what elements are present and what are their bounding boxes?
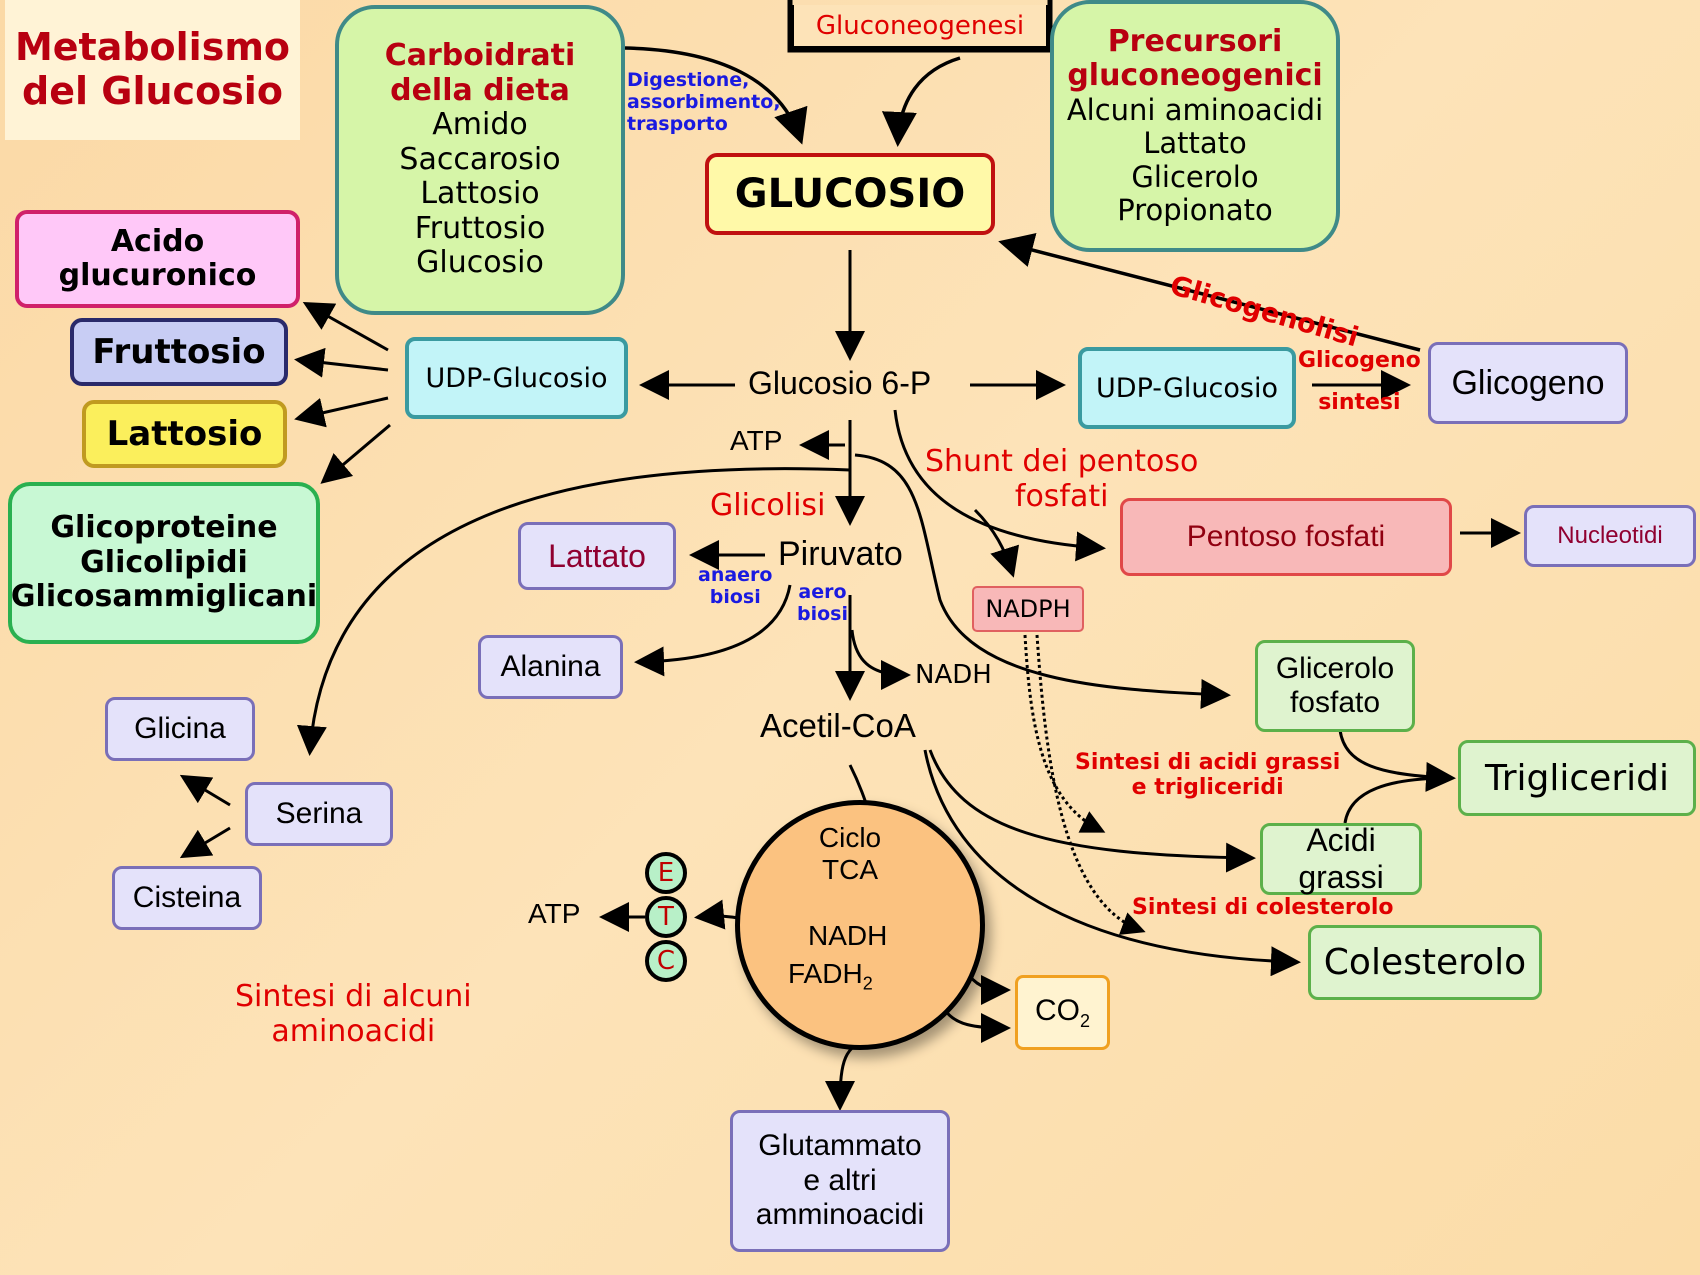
arrow-to-serina xyxy=(296,467,851,756)
carboidrati-item: Fruttosio xyxy=(414,210,546,246)
arrow-to-glicerolo-fosfato xyxy=(854,453,1231,710)
precursori-item: Alcuni aminoacidi xyxy=(1066,92,1324,127)
arrow-udp-glico xyxy=(320,423,391,484)
anaerobiosi-label: anaero biosi xyxy=(698,564,773,608)
glutammato-box: Glutammato e altri amminoacidi xyxy=(730,1110,950,1252)
glucosio-box: GLUCOSIO xyxy=(705,153,995,235)
glicina-box: Glicina xyxy=(105,697,255,761)
arrow-shunt-nadph xyxy=(973,508,1020,578)
sintesi-aminoacidi-label: Sintesi di alcuni aminoacidi xyxy=(235,979,472,1049)
carboidrati-item: Lattosio xyxy=(420,176,540,212)
etc-e: E xyxy=(645,852,687,894)
arrow-tca-co2-2 xyxy=(943,1009,1011,1043)
arrow-piruvato-alanina xyxy=(634,584,792,677)
lattosio-box: Lattosio xyxy=(82,400,287,468)
dotted-nadph-cholesterol xyxy=(1035,634,1146,935)
etc-t: T xyxy=(645,896,687,938)
title-box: Metabolismo del Glucosio xyxy=(5,0,300,140)
carboidrati-heading1: Carboidrati xyxy=(384,38,576,74)
sintesi-colesterolo-label: Sintesi di colesterolo xyxy=(1132,895,1394,920)
trigliceridi-box: Trigliceridi xyxy=(1458,740,1696,816)
precursori-item: Lattato xyxy=(1143,126,1247,161)
glucosio-6p-label: Glucosio 6-P xyxy=(748,365,932,401)
lattato-box: Lattato xyxy=(518,522,676,590)
precursori-box: Precursori gluconeogenici Alcuni aminoac… xyxy=(1050,0,1340,252)
atp-bottom-label: ATP xyxy=(528,898,581,929)
arrow-glicerolo-trig xyxy=(1338,729,1456,792)
precursori-item: Glicerolo xyxy=(1131,159,1259,194)
nucleotidi-box: Nucleotidi xyxy=(1524,505,1696,567)
arrow-udp-lattosio xyxy=(294,396,389,428)
cisteina-box: Cisteina xyxy=(112,866,262,930)
alanina-box: Alanina xyxy=(478,635,623,699)
dotted-nadph-fatty xyxy=(1023,634,1106,833)
precursori-item: Propionato xyxy=(1117,192,1273,227)
aerobiosi-label: aero biosi xyxy=(797,581,848,625)
arrow-serina-glicina xyxy=(179,774,231,807)
glicogeno-sintesi-label: Glicogeno sintesi xyxy=(1298,348,1421,415)
shunt-label: Shunt dei pentoso fosfati xyxy=(925,444,1199,514)
glicoproteine-box: Glicoproteine Glicolipidi Glicosammiglic… xyxy=(8,482,320,644)
arrow-acidi-trig xyxy=(1343,776,1451,824)
arrow-glicogenolisi xyxy=(998,233,1421,352)
colesterolo-box: Colesterolo xyxy=(1308,925,1542,1000)
arrow-udp-acido xyxy=(302,302,389,352)
sintesi-acidi-label: Sintesi di acidi grassi e trigliceridi xyxy=(1075,750,1341,801)
udp-glucosio-right: UDP-Glucosio xyxy=(1078,347,1296,429)
carboidrati-item: Saccarosio xyxy=(399,141,561,177)
glicerolo-fosfato-box: Glicerolo fosfato xyxy=(1255,640,1415,732)
title-line1: Metabolismo xyxy=(14,25,291,70)
arrow-digestione xyxy=(624,46,808,145)
digestione-label: Digestione, assorbimento, trasporto xyxy=(627,69,781,135)
carboidrati-item: Glucosio xyxy=(416,245,544,281)
title-line2: del Glucosio xyxy=(22,69,283,113)
piruvato-label: Piruvato xyxy=(778,535,903,573)
arrow-acetilcoa-acidi xyxy=(928,749,1256,873)
arrow-shunt xyxy=(893,409,1106,562)
serina-box: Serina xyxy=(245,782,393,846)
carboidrati-box: Carboidrati della dieta Amido Saccarosio… xyxy=(335,5,625,315)
pentoso-fosfati-box: Pentoso fosfati xyxy=(1120,498,1452,576)
fruttosio-box: Fruttosio xyxy=(70,318,288,386)
arrow-gluconeogenesi xyxy=(881,56,961,147)
etc-c: C xyxy=(645,940,687,982)
tca-fadh2: FADH2 xyxy=(788,958,873,994)
acido-glucuronico-box: Acido glucuronico xyxy=(15,210,300,308)
gluconeogenesi-label: Gluconeogenesi xyxy=(790,5,1050,50)
arrow-acetilcoa-colesterolo xyxy=(923,749,1301,977)
nadph-box: NADPH xyxy=(972,586,1084,632)
co2-box: CO2 xyxy=(1015,975,1110,1050)
carboidrati-heading2: della dieta xyxy=(390,72,570,108)
tca-nadh: NADH xyxy=(808,920,888,951)
arrow-nadh-mid xyxy=(850,629,911,690)
tca-cycle-circle xyxy=(735,800,985,1050)
atp-top-label: ATP xyxy=(730,425,783,456)
acidi-grassi-box: Acidi grassi xyxy=(1260,822,1422,895)
arrow-udp-fruttosio xyxy=(294,347,389,378)
acetil-coa-label: Acetil-CoA xyxy=(760,707,916,744)
carboidrati-item: Amido xyxy=(432,107,528,143)
glicolisi-label: Glicolisi xyxy=(710,488,826,523)
arrow-serina-cisteina xyxy=(179,826,231,859)
nadh-mid-label: NADH xyxy=(915,660,992,690)
glicogeno-box: Glicogeno xyxy=(1428,342,1628,424)
udp-glucosio-left: UDP-Glucosio xyxy=(405,337,628,419)
tca-label: Ciclo TCA xyxy=(818,822,882,886)
